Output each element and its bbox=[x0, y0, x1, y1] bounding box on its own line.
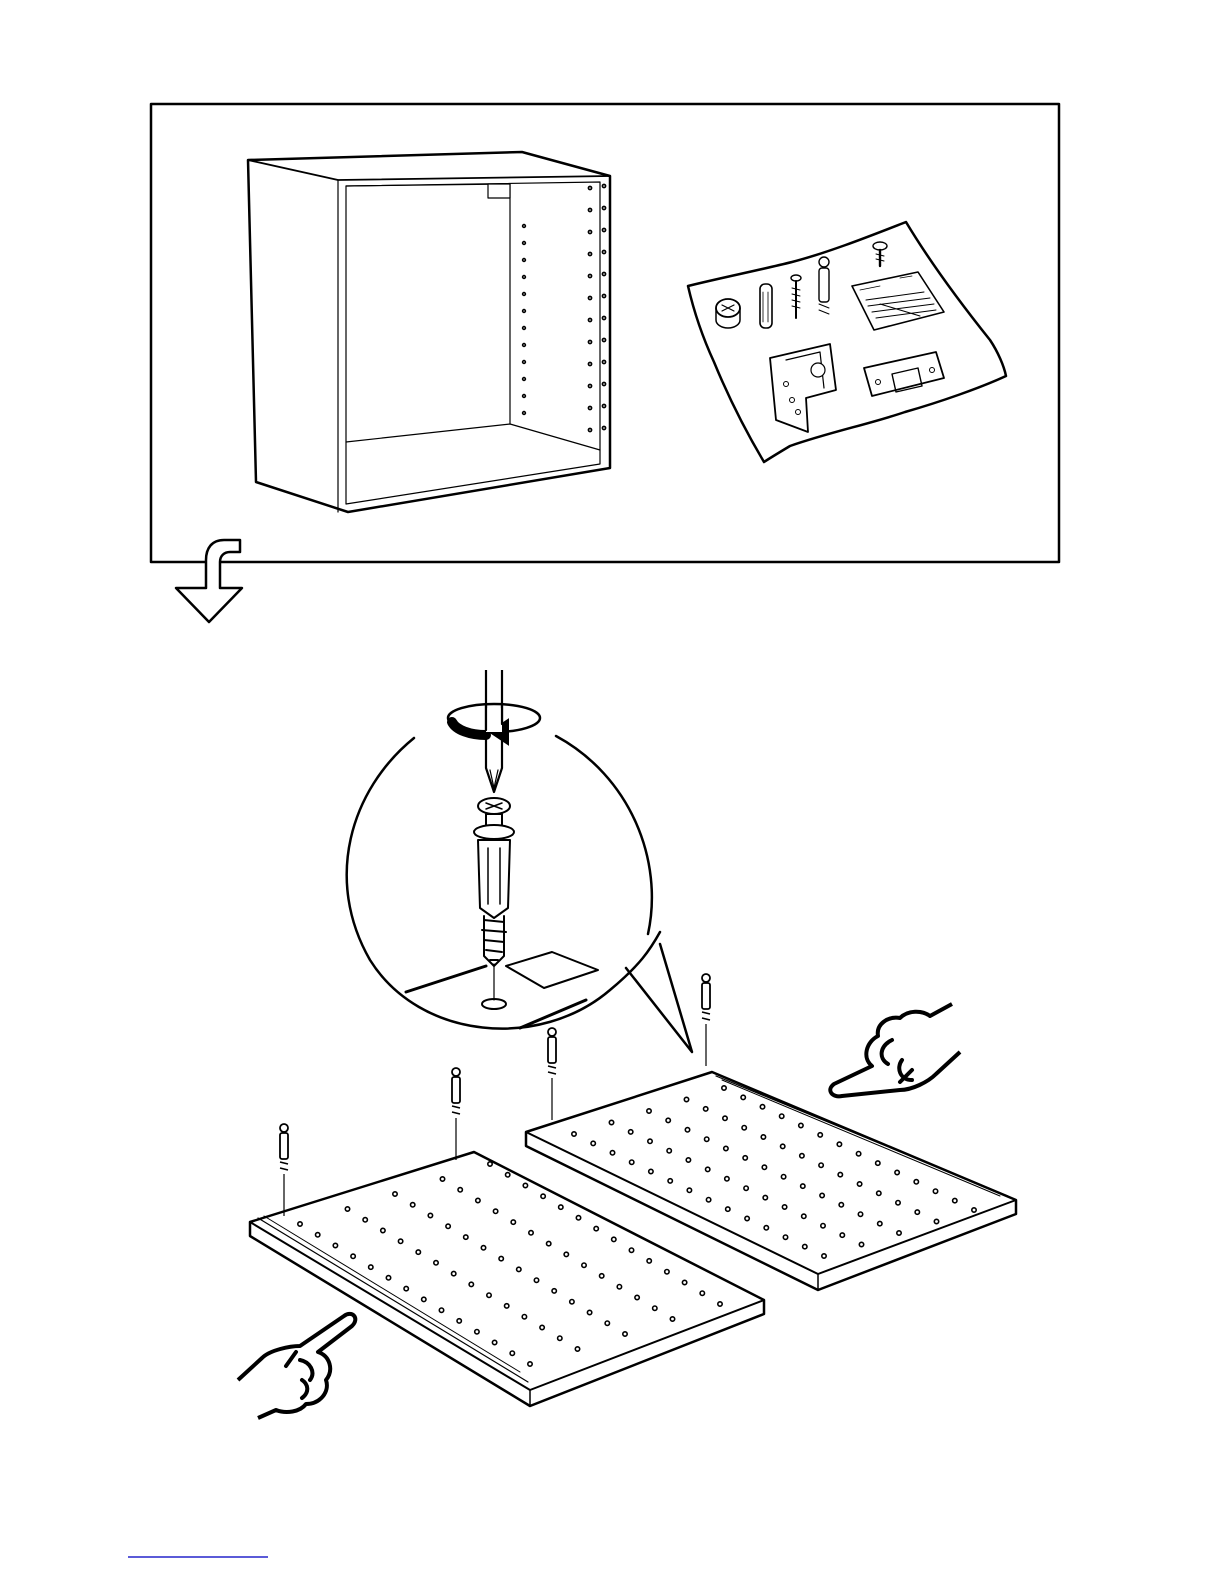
cabinet-frame-illustration bbox=[248, 152, 610, 512]
cam-dowel-small-icon bbox=[548, 1028, 556, 1120]
hand-icon-left bbox=[238, 1314, 355, 1418]
detail-magnifier bbox=[347, 670, 692, 1052]
cam-dowel-small-icon bbox=[280, 1124, 288, 1216]
down-arrow-icon bbox=[176, 540, 242, 622]
hardware-bag-illustration bbox=[688, 222, 1006, 462]
footer-link-underline[interactable] bbox=[128, 1556, 268, 1558]
hand-icon-right bbox=[830, 1004, 960, 1096]
cam-dowel-detail-icon bbox=[474, 798, 514, 966]
cam-dowel-small-icon bbox=[452, 1068, 460, 1160]
cam-dowel-small-icon bbox=[702, 974, 710, 1066]
wooden-dowel-icon bbox=[760, 284, 772, 328]
